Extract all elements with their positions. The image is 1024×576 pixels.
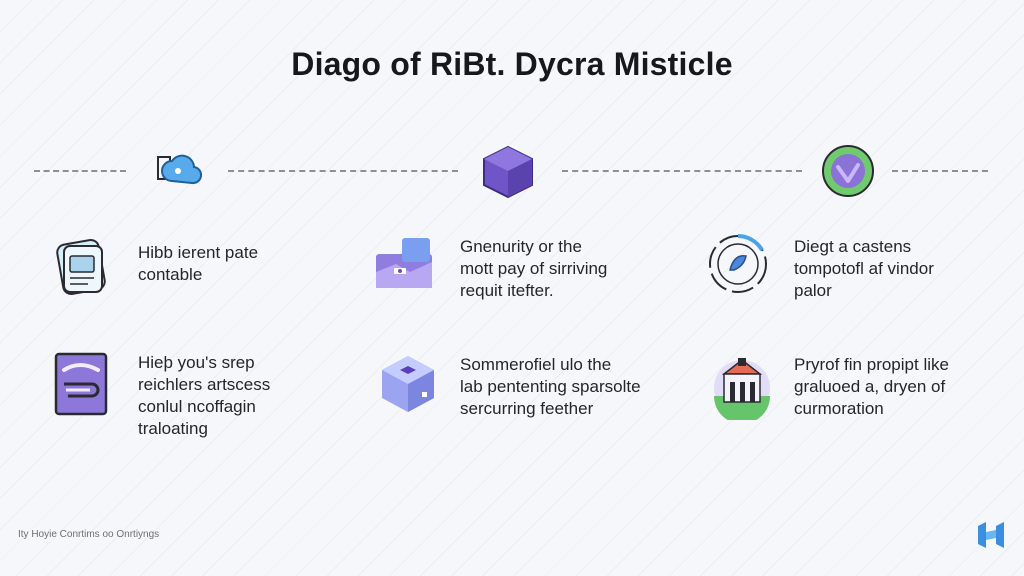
item-text: Hibb ierent pate contable [138, 243, 259, 284]
item-text: Hieþ you's srep reichlers artscess conlu… [138, 353, 271, 438]
purple-folder-icon [372, 232, 436, 300]
isometric-box-icon [376, 350, 440, 418]
building-icon [712, 352, 776, 424]
dashed-connector [562, 170, 802, 172]
cloud-puzzle-icon [146, 143, 203, 199]
page-title: Diago of RiBt. Dycra Misticle [291, 46, 733, 82]
circular-progress-icon [706, 230, 770, 298]
item-text: Diegt a castens tompotofl af vindor palo… [794, 237, 934, 300]
purple-cube-icon [480, 143, 536, 199]
item-text: Pryrof fin propipt like graluoed a, drye… [794, 355, 949, 418]
dashed-connector [34, 170, 126, 172]
green-check-circle-icon [820, 143, 876, 199]
purple-document-icon [50, 350, 114, 418]
item-text: Sommerofiel ulo the lab pententing spars… [460, 355, 641, 418]
dashed-connector [892, 170, 988, 172]
document-stack-icon [50, 234, 114, 302]
item-text: Gnenurity or the mott pay of sirriving r… [460, 237, 608, 300]
dashed-connector [228, 170, 458, 172]
logo-icon [976, 520, 1006, 550]
footer-note: Ity Hoyie Conrtims oo Onrtiyngs [18, 529, 160, 540]
